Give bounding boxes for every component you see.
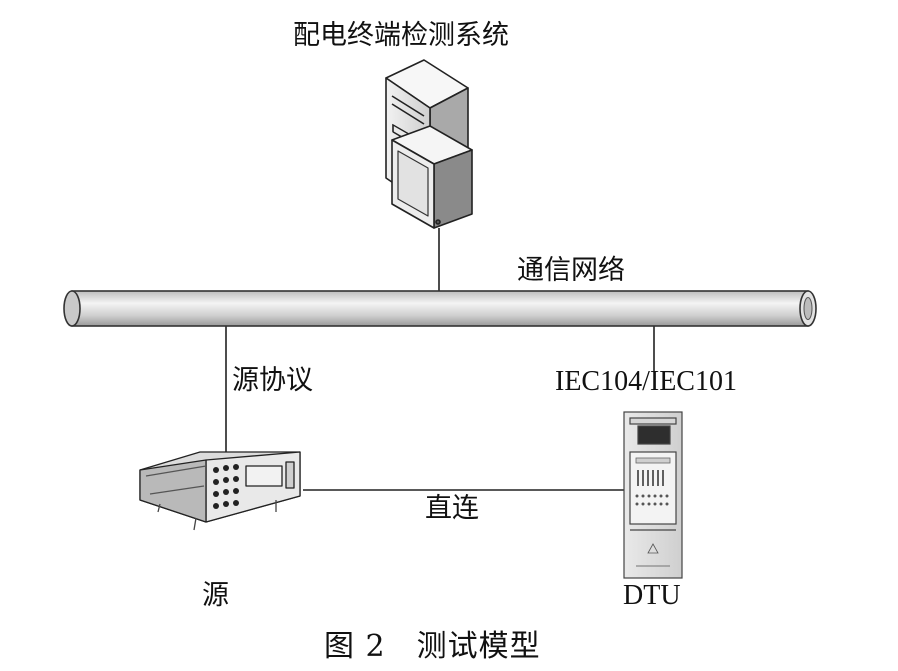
system-label: 配电终端检测系统 [293,20,509,51]
network-pipe [63,290,817,327]
dtu-label: DTU [623,580,681,611]
figure-caption: 图 2 测试模型 [324,629,541,664]
connection-lines [225,228,655,491]
source-label: 源 [202,580,229,611]
direct-link-label: 直连 [425,493,479,524]
network-label: 通信网络 [517,255,625,286]
dtu-cabinet-icon [623,411,683,579]
source-protocol-label: 源协议 [232,365,313,396]
test-source-instrument-icon [139,451,301,531]
server-computer-icon [385,59,473,229]
dtu-protocol-label: IEC104/IEC101 [555,366,737,397]
